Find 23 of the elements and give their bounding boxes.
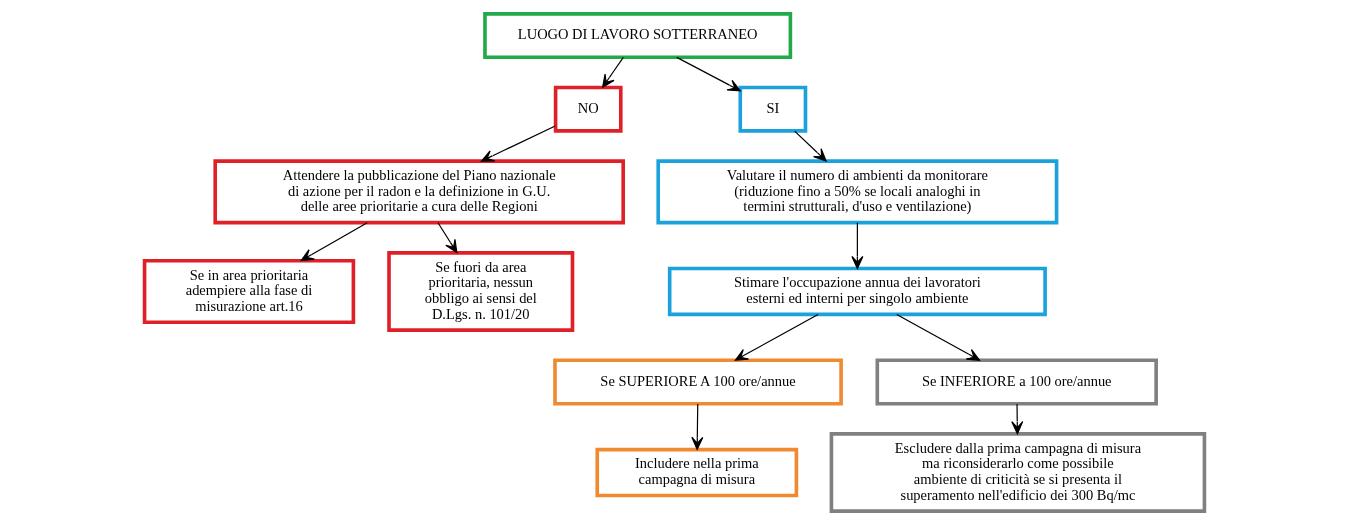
arrow — [480, 124, 556, 162]
node-box: SI — [738, 85, 807, 133]
arrow — [850, 221, 863, 269]
node-box: Se INFERIORE a 100 ore/annue — [875, 357, 1158, 406]
node-box: NO — [553, 85, 623, 133]
node-box: Se fuori da area prioritaria, nessun obbligo ai sensi del D.Lgs. n. 101/20 — [386, 250, 574, 332]
node-box: Se in area prioritaria adempiere alla fase di misurazione art.16 — [142, 258, 355, 324]
node-box: Se SUPERIORE A 100 ore/annue — [552, 357, 843, 406]
node-box: Includere nella prima campagna di misura — [594, 447, 798, 497]
arrow — [1010, 403, 1023, 434]
arrow — [300, 221, 368, 261]
arrow — [675, 56, 741, 91]
arrow — [793, 129, 827, 162]
node-box: Escludere dalla prima campagna di misura ma riconsiderarlo come possibile ambiente di criticità se si presenta il superamento nell'edificio dei 300 Bq/mc — [829, 431, 1206, 513]
arrow — [734, 313, 819, 361]
node-box: LUOGO DI LAVORO SOTTERRANEO — [482, 11, 792, 59]
arrow — [601, 56, 624, 88]
arrow — [436, 221, 457, 253]
arrow — [690, 403, 703, 450]
node-box: Valutare il numero di ambienti da monitorare (riduzione fino a 50% se locali analoghi in termini strutturali, d'uso e ventilazione) — [655, 158, 1058, 224]
arrow — [895, 313, 980, 361]
node-box: Stimare l'occupazione annua dei lavoratori esterni ed interni per singolo ambiente — [667, 266, 1047, 316]
node-box: Attendere la pubblicazione del Piano nazionale di azione per il radon e la definizione in G.U. delle aree prioritarie a cura delle Regioni — [212, 158, 625, 224]
